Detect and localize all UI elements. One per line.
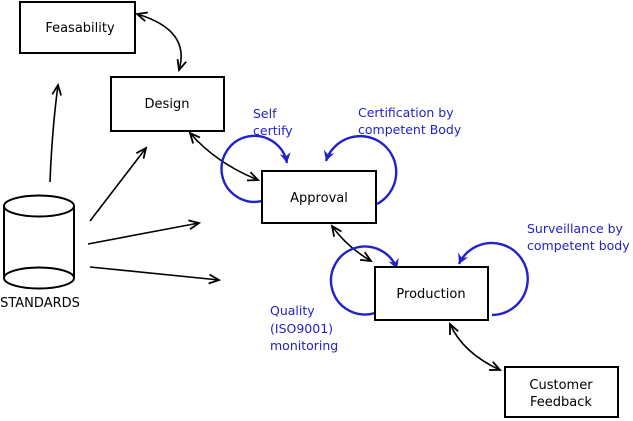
customer-feedback-box [504, 366, 619, 418]
production-box [374, 266, 489, 321]
surveillance-note-line1: Surveillance by [527, 221, 624, 236]
surveillance-note-line2: competent body [527, 238, 630, 253]
approval-node: Approval [261, 170, 377, 224]
quality-note-line3: monitoring [270, 338, 338, 353]
self-certify-note-line1: Self [253, 106, 277, 121]
blue-annotations: Self certify Certification by competent … [253, 105, 630, 353]
self-certify-note-line2: certify [253, 123, 293, 138]
loop-certification [323, 134, 398, 206]
arrow-standards-to-production [89, 266, 219, 280]
feasability-node: Feasability [19, 1, 136, 54]
feasability-label: Feasability [45, 21, 115, 36]
design-label: Design [145, 97, 190, 112]
quality-note-line1: Quality [270, 303, 315, 318]
quality-note-line2: (ISO9001) [270, 321, 333, 336]
production-label: Production [396, 287, 465, 302]
customer-feedback-label-line1: Customer [529, 378, 593, 393]
certification-note-line2: competent Body [358, 122, 462, 137]
design-node: Design [110, 76, 225, 132]
arrow-production-feedback [450, 324, 500, 370]
arrow-design-approval [190, 133, 258, 180]
arrow-standards-to-design [89, 148, 146, 222]
standards-label: STANDARDS [0, 296, 80, 311]
arrow-standards-to-approval [87, 223, 199, 245]
customer-feedback-label-line2: Feedback [530, 395, 592, 410]
arrow-feasability-design [137, 14, 181, 70]
production-node: Production [374, 266, 489, 321]
approval-label: Approval [290, 191, 348, 206]
loop-surveillance [457, 241, 529, 317]
process-arrows [137, 14, 500, 370]
blue-loops [220, 134, 529, 317]
certification-note-line1: Certification by [358, 105, 454, 120]
arrow-approval-production [332, 226, 371, 261]
approval-box [261, 170, 377, 224]
loop-quality-monitoring [329, 245, 399, 316]
design-box [110, 76, 225, 132]
arrow-standards-to-feasability [49, 85, 58, 183]
cylinder-bottom [3, 266, 75, 290]
customer-feedback-node: Customer Feedback [504, 366, 619, 418]
feasability-box [19, 1, 136, 54]
loop-self-certify [220, 134, 291, 203]
standards-arrows [49, 85, 219, 280]
standards-datastore: STANDARDS [0, 194, 80, 311]
cylinder-top [3, 194, 75, 218]
